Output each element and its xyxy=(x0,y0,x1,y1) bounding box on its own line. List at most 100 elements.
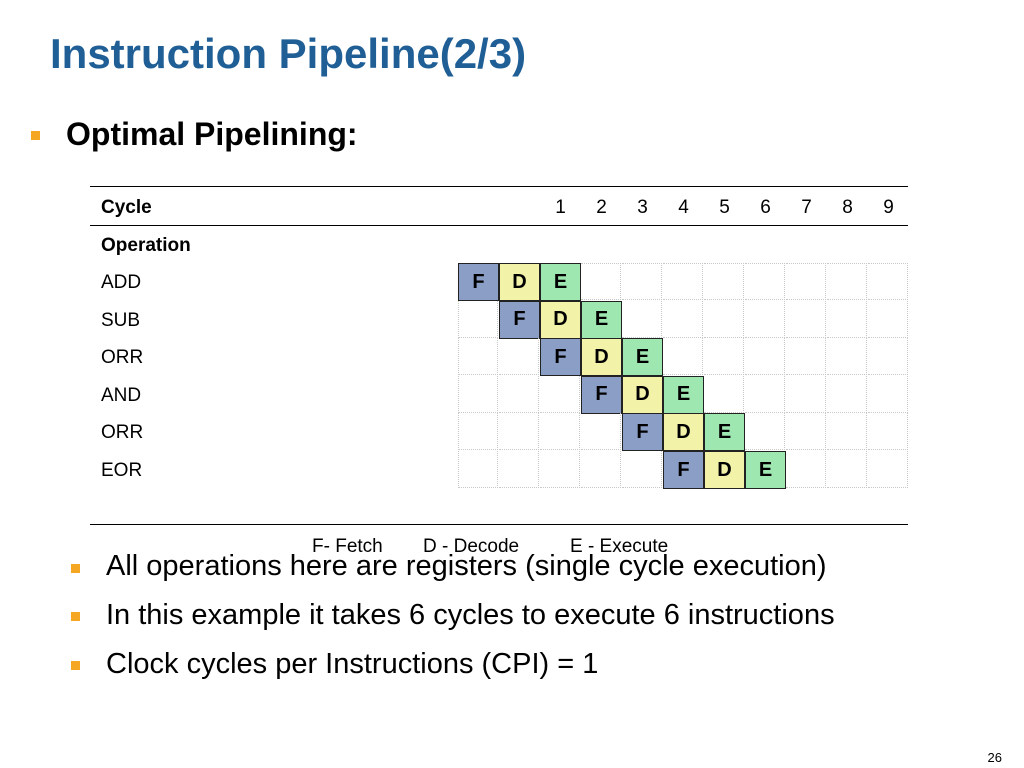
grid-cell xyxy=(745,338,785,376)
grid-cell xyxy=(745,413,785,451)
stage-f-cell: F xyxy=(499,300,540,339)
page-number: 26 xyxy=(987,750,1002,765)
stage-f-cell: F xyxy=(581,375,622,414)
stage-e-cell: E xyxy=(704,413,745,452)
grid-cell xyxy=(581,451,621,488)
grid-cell xyxy=(745,300,785,338)
operation-header: Operation xyxy=(101,235,191,256)
cycle-number: 4 xyxy=(678,197,689,218)
grid-cell xyxy=(827,300,867,338)
cycle-number: 9 xyxy=(883,197,894,218)
grid-cell xyxy=(868,413,908,451)
grid-cell xyxy=(704,338,744,376)
cycle-number: 6 xyxy=(760,197,771,218)
grid-cell xyxy=(499,413,539,451)
grid-cell xyxy=(458,338,498,376)
cycle-number: 3 xyxy=(637,197,648,218)
stage-e-cell: E xyxy=(745,451,786,489)
grid-cell xyxy=(786,338,826,376)
cycle-number: 8 xyxy=(842,197,853,218)
grid-cell xyxy=(827,451,867,488)
grid-cell xyxy=(663,263,703,300)
stage-e-cell: E xyxy=(663,375,704,414)
operation-label: SUB xyxy=(101,309,141,331)
operation-label: AND xyxy=(101,384,142,406)
stage-f-cell: F xyxy=(540,338,581,377)
slide-title: Instruction Pipeline(2/3) xyxy=(50,30,527,77)
operation-label: ADD xyxy=(101,272,142,293)
bullet-item: In this example it takes 6 cycles to exe… xyxy=(106,599,835,631)
stage-f-cell: F xyxy=(622,413,663,452)
bullet-square-icon xyxy=(71,564,80,573)
bullet-square-icon xyxy=(71,661,80,670)
grid-cell xyxy=(827,375,867,413)
bullet-square-icon xyxy=(71,612,80,621)
grid-cell xyxy=(786,413,826,451)
stage-d-cell: D xyxy=(499,263,540,301)
grid-cell xyxy=(540,375,580,413)
grid-cell xyxy=(581,263,621,300)
cycle-number: 5 xyxy=(719,197,730,218)
grid-cell xyxy=(868,263,908,300)
legend-decode: D - Decode xyxy=(423,536,520,557)
grid-cell xyxy=(581,413,621,451)
stage-f-cell: F xyxy=(663,451,704,489)
grid-cell xyxy=(786,300,826,338)
stage-d-cell: D xyxy=(663,413,704,452)
operation-label: EOR xyxy=(101,460,143,481)
cycle-number: 7 xyxy=(801,197,812,218)
grid-cell xyxy=(663,338,703,376)
grid-cell xyxy=(786,451,826,488)
bullet-item: All operations here are registers (singl… xyxy=(106,550,827,582)
stage-e-cell: E xyxy=(540,263,581,301)
grid-cell xyxy=(499,338,539,376)
grid-cell xyxy=(745,263,785,300)
grid-cell xyxy=(827,413,867,451)
cycle-header: Cycle xyxy=(101,197,152,218)
grid-cell xyxy=(868,451,908,488)
grid-cell xyxy=(868,375,908,413)
grid-cell xyxy=(499,375,539,413)
grid-cell xyxy=(458,413,498,451)
stage-d-cell: D xyxy=(622,375,663,414)
grid-cell xyxy=(499,451,539,488)
grid-cell xyxy=(704,375,744,413)
subheading: Optimal Pipelining: xyxy=(66,116,358,152)
grid-cell xyxy=(786,263,826,300)
cycle-number: 2 xyxy=(596,197,607,218)
grid-cell xyxy=(622,451,662,488)
stage-d-cell: D xyxy=(581,338,622,377)
grid-cell xyxy=(704,263,744,300)
stage-e-cell: E xyxy=(581,300,622,339)
stage-d-cell: D xyxy=(540,300,581,339)
grid-cell xyxy=(868,300,908,338)
grid-cell xyxy=(868,338,908,376)
bullet-square-icon xyxy=(31,131,40,140)
grid-cell xyxy=(540,413,580,451)
stage-f-cell: F xyxy=(458,263,499,301)
grid-cell xyxy=(745,375,785,413)
grid-cell xyxy=(540,451,580,488)
grid-cell xyxy=(786,375,826,413)
grid-cell xyxy=(827,338,867,376)
bullet-item: Clock cycles per Instructions (CPI) = 1 xyxy=(106,648,599,680)
operation-label: ORR xyxy=(101,347,144,369)
grid-cell xyxy=(704,300,744,338)
grid-cell xyxy=(827,263,867,300)
cycle-number: 1 xyxy=(555,197,566,218)
grid-cell xyxy=(458,451,498,488)
table-header-rule xyxy=(90,225,908,226)
grid-cell xyxy=(663,300,703,338)
operation-label: ORR xyxy=(101,422,144,444)
grid-cell xyxy=(458,375,498,413)
legend-execute: E - Execute xyxy=(570,536,669,557)
grid-cell xyxy=(622,300,662,338)
legend-fetch: F- Fetch xyxy=(312,536,383,557)
stage-e-cell: E xyxy=(622,338,663,377)
table-top-rule xyxy=(90,186,908,187)
table-bottom-rule xyxy=(90,524,908,525)
stage-d-cell: D xyxy=(704,451,745,489)
grid-cell xyxy=(458,300,498,338)
grid-cell xyxy=(622,263,662,300)
